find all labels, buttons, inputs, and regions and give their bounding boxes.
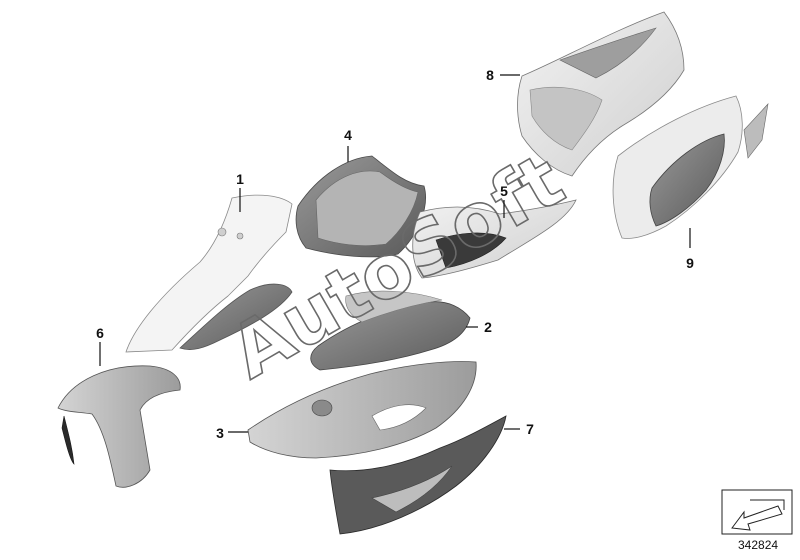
callout-8: 8: [486, 67, 494, 83]
part-5-inner-trim: [412, 199, 577, 279]
part-3-lower-fairing: [247, 361, 477, 459]
part-4-tank-cover: [295, 155, 426, 258]
part-6-front-fender: [57, 365, 181, 488]
callout-3: 3: [216, 425, 224, 441]
part-7-belly-pan: [329, 415, 507, 535]
part-2-lower-panel: [310, 290, 471, 371]
part-8-seat-cowl: [517, 11, 685, 177]
callout-7: 7: [526, 421, 534, 437]
part-9-tail-section: [612, 95, 769, 239]
leader-lines: [99, 74, 691, 433]
callout-6: 6: [96, 325, 104, 341]
callout-2: 2: [484, 319, 492, 335]
callout-5: 5: [500, 183, 508, 199]
callout-1: 1: [236, 171, 244, 187]
direction-arrow-icon: [721, 489, 793, 535]
callout-4: 4: [344, 127, 352, 143]
reference-number: 342824: [738, 538, 779, 552]
callout-9: 9: [686, 255, 694, 271]
part-1-side-panel: [125, 194, 293, 353]
